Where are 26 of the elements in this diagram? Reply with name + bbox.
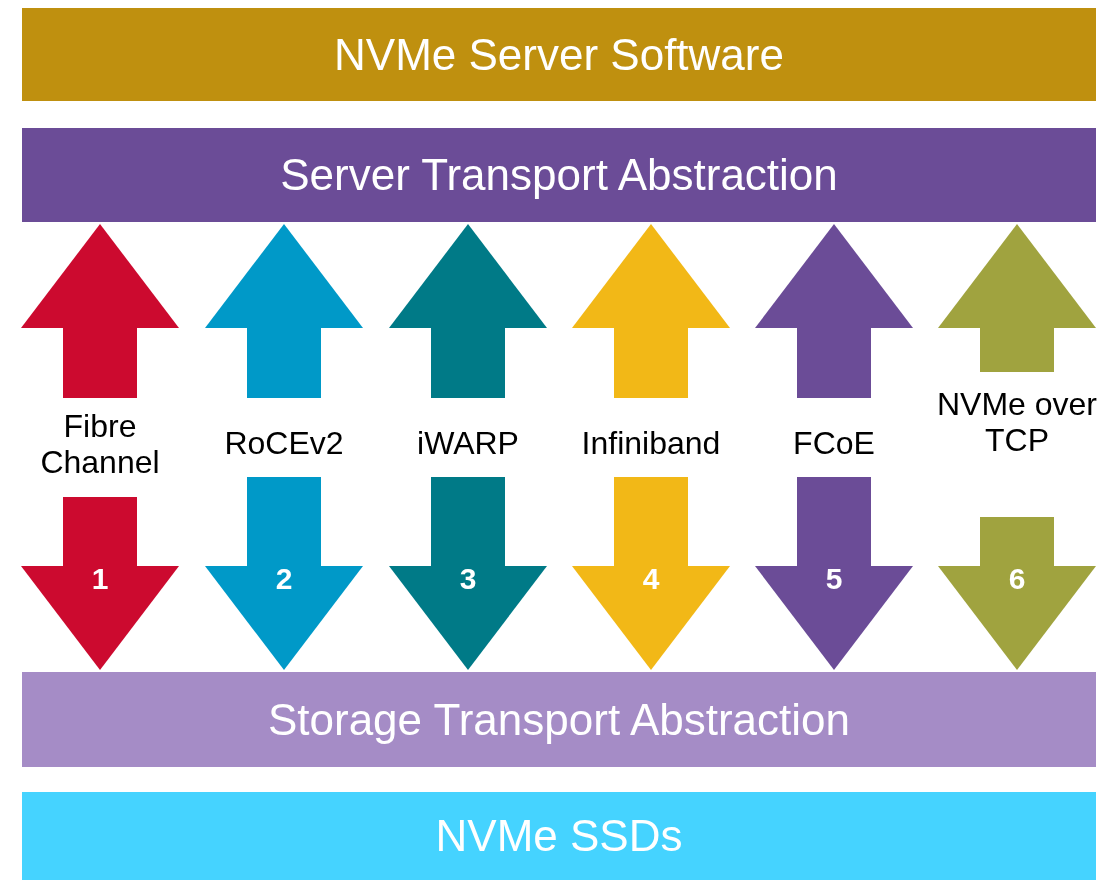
band-title: Server Transport Abstraction [280,150,838,200]
arrow-number: 4 [641,562,661,596]
layer-band [22,8,1096,101]
double-arrow [21,224,179,670]
double-arrow [205,224,363,670]
double-arrow [755,224,913,670]
layer-band [22,672,1096,767]
double-arrow [389,224,547,670]
edge-label: RoCEv2 [223,425,345,461]
edge-label: NVMe over TCP [935,386,1098,458]
edge-label: Fibre Channel [39,408,161,480]
double-arrow [572,224,730,670]
arrow-number: 6 [1007,562,1027,596]
arrow-number: 3 [458,562,478,596]
double-arrow [938,224,1096,670]
layer-band [22,128,1096,222]
arrow-number: 1 [90,562,110,596]
arrow-number: 2 [274,562,294,596]
band-title: Storage Transport Abstraction [267,694,851,745]
layer-band [22,792,1096,880]
band-title: NVMe Server Software [334,29,784,80]
edge-label: Infiniband [580,425,722,461]
arrow-number: 5 [824,562,844,596]
band-title: NVMe SSDs [435,811,683,861]
edge-label: FCoE [792,425,876,461]
edge-label: iWARP [416,425,520,461]
